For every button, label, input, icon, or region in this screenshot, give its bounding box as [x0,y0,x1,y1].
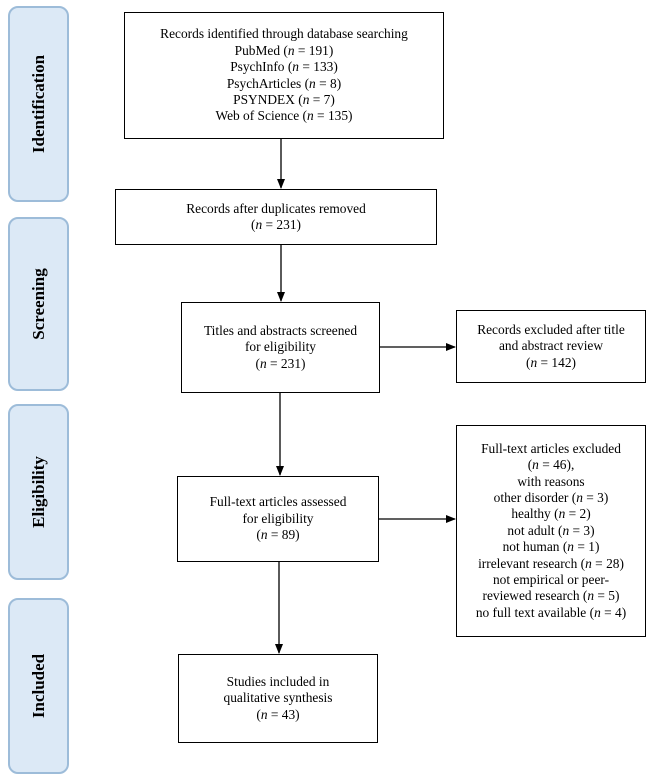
box-line: Full-text articles excluded [481,440,621,456]
box-line: healthy (n = 2) [511,506,591,522]
phase-screening: Screening [8,217,69,391]
records-identified-box: Records identified through database sear… [124,12,444,139]
box-line: with reasons [517,473,585,489]
box-line: other disorder (n = 3) [493,489,609,505]
phase-eligibility: Eligibility [8,404,69,580]
box-line: Records excluded after title [477,321,625,337]
box-line: (n = 231) [251,217,301,232]
box-line: Records after duplicates removed [186,200,366,216]
box-line: for eligibility [242,510,314,526]
box-line: Full-text articles assessed [209,494,347,510]
box-line: PubMed (n = 191) [234,42,334,58]
box-line: PsychArticles (n = 8) [226,75,342,91]
box-line: Studies included in [226,673,330,689]
box-line: PsychInfo (n = 133) [230,59,338,75]
box-line: reviewed research (n = 5) [482,588,620,604]
box-line: (n = 231) [255,355,306,371]
phase-identification: Identification [8,6,69,202]
phase-included: Included [8,598,69,774]
box-line: Titles and abstracts screened [203,322,358,338]
box-line: (n = 142) [526,354,576,370]
box-line: for eligibility [244,339,317,355]
box-line: not empirical or peer- [492,572,610,588]
box-line: not human (n = 1) [502,539,600,555]
box-line: qualitative synthesis [223,690,333,706]
box-line: PSYNDEX (n = 7) [233,91,335,107]
box-line: and abstract review [498,338,604,354]
box-line: (n = 43) [256,706,300,722]
box-line: Web of Science (n = 135) [215,108,353,124]
box-line: (n = 46), [527,457,575,473]
box-line: not adult (n = 3) [507,522,595,538]
box-line: irrelevant research (n = 28) [478,555,624,571]
box-line: no full text available (n = 4) [475,604,627,620]
box-line: Records identified through database sear… [160,26,408,42]
fulltext-excluded-box: Full-text articles excluded(n = 46),with… [456,425,646,637]
duplicates-removed-box: Records after duplicates removed(n = 231… [115,189,437,245]
box-line: (n = 89) [256,527,300,543]
